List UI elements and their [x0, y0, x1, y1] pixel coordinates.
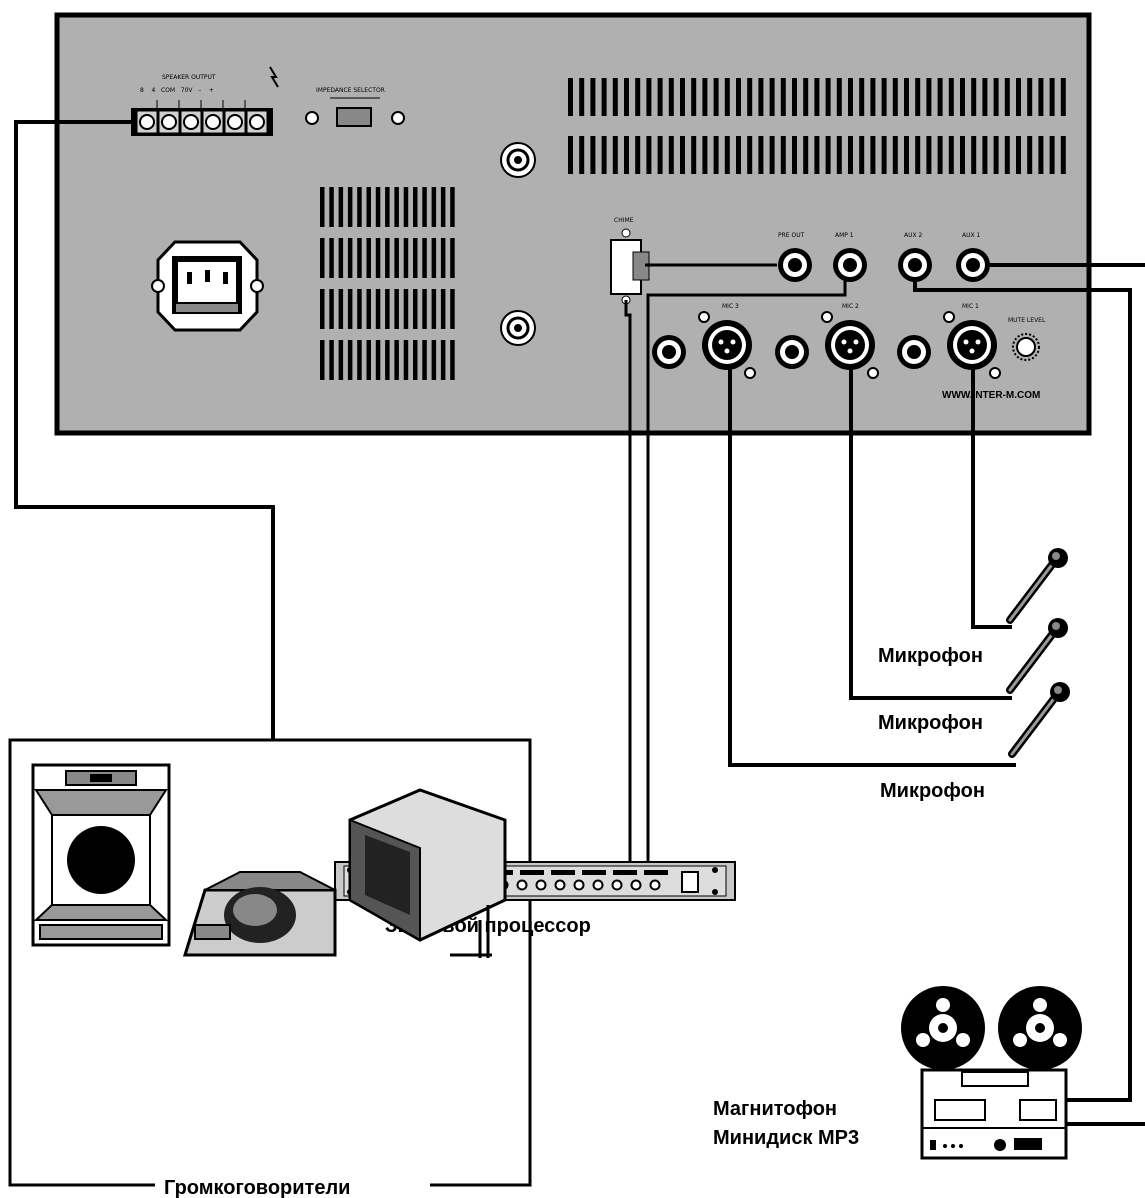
vent-grille-left	[320, 187, 455, 380]
mic1-line-jack[interactable]	[897, 335, 931, 369]
mic1-label: MIC 1	[962, 303, 979, 310]
mute-level-knob[interactable]	[1012, 333, 1040, 361]
cable-mic1	[971, 365, 1012, 629]
power-inlet	[151, 240, 264, 332]
speakers-frame	[8, 738, 532, 1187]
tape-recorder-icon	[901, 986, 1082, 1160]
aux1-jack[interactable]	[956, 248, 990, 282]
website-label: WWW.INTER-M.COM	[942, 390, 1040, 401]
mounting-bolt-bottom	[500, 310, 536, 346]
mic2-label: MIC 2	[842, 303, 859, 310]
mic2-line-jack[interactable]	[775, 335, 809, 369]
aux1-label: AUX 1	[962, 232, 981, 239]
impedance-selector[interactable]	[305, 97, 405, 127]
pre-out-jack[interactable]	[778, 248, 812, 282]
svg-text:8 4 COM 70V – +: 8 4 COM 70V – +	[140, 87, 214, 94]
microphone-1-icon	[1006, 548, 1068, 624]
mic3-line-jack[interactable]	[652, 335, 686, 369]
impedance-selector-label: IMPEDANCE SELECTOR	[316, 87, 385, 94]
lightning-icon	[269, 66, 279, 88]
loudspeaker-cabinet-icon	[31, 763, 171, 947]
microphone-3-icon	[1008, 682, 1070, 758]
mic-label-3: Микрофон	[880, 780, 985, 802]
mic3-xlr-jack[interactable]	[698, 311, 756, 379]
chime-label: CHIME	[614, 217, 634, 224]
speakers-label: Громкоговорители	[164, 1177, 350, 1198]
speaker-output-label: SPEAKER OUTPUT	[162, 74, 216, 81]
mic-label-2: Микрофон	[878, 712, 983, 734]
cable-speakers	[14, 120, 275, 740]
floor-monitor-icon	[182, 871, 337, 957]
cable-chime-processor	[624, 300, 632, 865]
pre-out-label: PRE OUT	[778, 232, 805, 239]
speakers-label-bg	[160, 1172, 428, 1198]
speaker-terminal-block	[131, 100, 273, 136]
cable-mic3	[728, 365, 1016, 767]
mic2-xlr-jack[interactable]	[821, 311, 879, 379]
recorder-label-line1: Магнитофон	[713, 1098, 837, 1120]
horn-speaker-icon	[348, 788, 507, 958]
jacks	[652, 248, 1001, 379]
microphone-2-icon	[1006, 618, 1068, 694]
mic3-label: MIC 3	[722, 303, 739, 310]
amplifier-rear-panel: SPEAKER OUTPUT 8 4 COM 70V – + IMPEDANCE…	[54, 12, 1092, 436]
cable-mic2	[849, 365, 1012, 700]
recorder-label-line2: Минидиск МР3	[713, 1127, 859, 1149]
mic-label-1: Микрофон	[878, 645, 983, 667]
mic1-xlr-jack[interactable]	[943, 311, 1001, 379]
vent-grille-top	[568, 78, 1066, 174]
amp1-label: AMP 1	[835, 232, 854, 239]
amp1-jack[interactable]	[833, 248, 867, 282]
aux2-label: AUX 2	[904, 232, 923, 239]
aux2-jack[interactable]	[898, 248, 932, 282]
mute-level-label: MUTE LEVEL	[1008, 317, 1046, 324]
mounting-bolt-top	[500, 142, 536, 178]
